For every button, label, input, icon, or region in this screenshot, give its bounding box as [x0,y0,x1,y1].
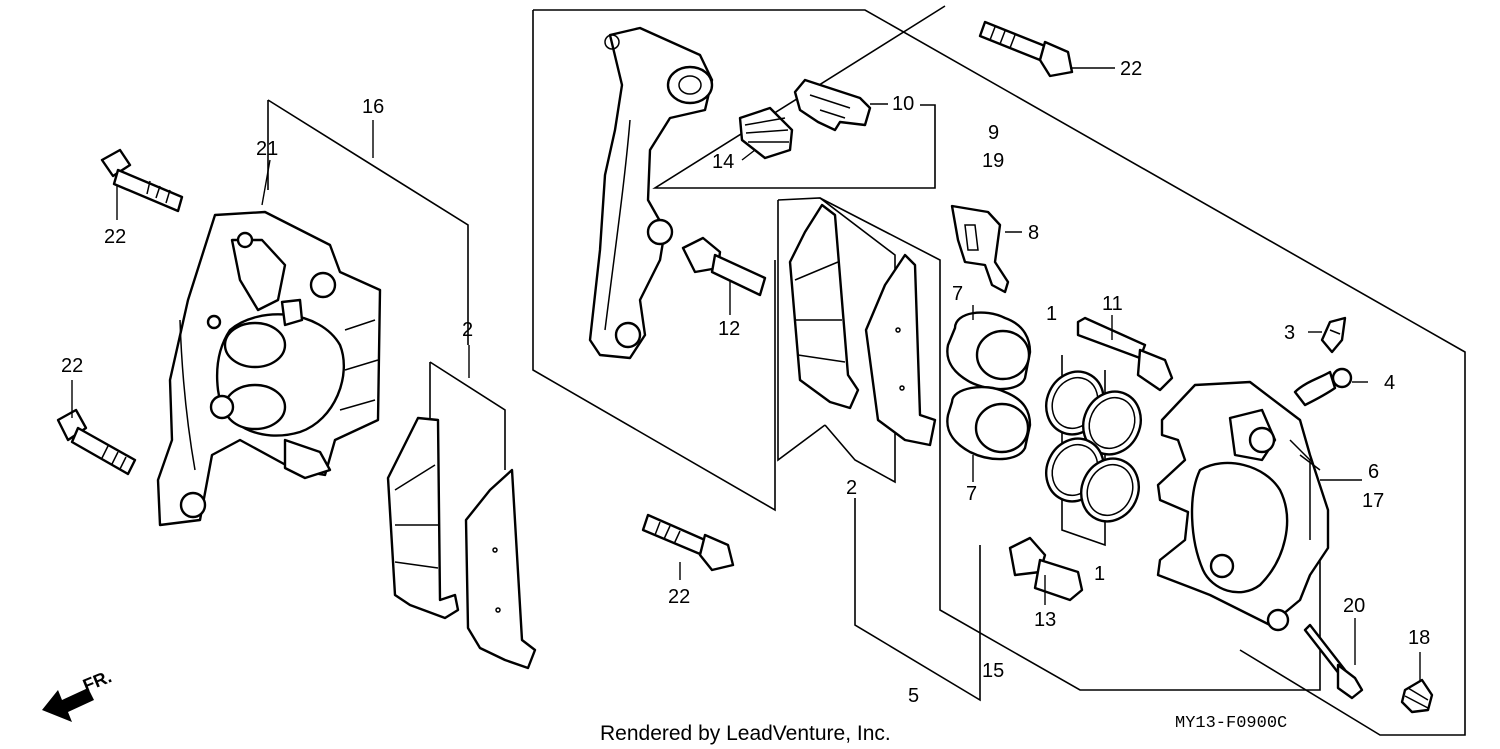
part-7-pistons [946,311,1032,461]
bracket-assembly [156,210,382,527]
left-brake-pads [386,416,537,670]
leader-lines [71,67,1421,682]
callout-7-bottom: 7 [966,483,977,505]
bolt-22-top-right [978,20,1074,78]
part-14-cap [738,106,794,160]
diagram-code: MY13-F0900C [1175,714,1287,733]
callout-15: 15 [982,660,1004,682]
callout-22-top-right: 22 [1120,58,1142,80]
callout-9: 9 [988,122,999,144]
callout-12: 12 [718,318,740,340]
frame-16 [267,99,469,345]
callout-labels: 16 21 22 22 2 14 10 9 19 22 8 12 7 7 1 1… [61,58,1430,707]
callout-22-center: 22 [668,586,690,608]
callout-20: 20 [1343,595,1365,617]
render-credit: Rendered by LeadVenture, Inc. [600,722,891,745]
part-10-clip [793,78,872,132]
frame-2-right [777,200,826,462]
callout-2-left: 2 [462,319,473,341]
front-arrow-icon [42,688,94,722]
callout-16: 16 [362,96,384,118]
callout-19: 19 [982,150,1004,172]
front-label: FR. [80,666,114,695]
part-18-plug [1400,678,1434,714]
bolt-22-left-bottom [56,408,137,476]
callout-14: 14 [712,151,734,173]
callout-21: 21 [256,138,278,160]
frame-main [533,9,1466,736]
callout-2-right: 2 [846,477,857,499]
part-13-bolt [1008,536,1084,602]
frame-15 [819,197,1321,691]
callout-8: 8 [1028,222,1039,244]
central-bracket [588,26,714,360]
part-8-spring [950,204,1010,294]
callout-17: 17 [1362,490,1384,512]
bolt-22-left-top [100,148,184,213]
part-1-seals [1045,370,1142,523]
callout-22-left-bottom: 22 [61,355,83,377]
part-4-bleeder-cap [1293,367,1353,407]
callout-6: 6 [1368,461,1379,483]
callout-3: 3 [1284,322,1295,344]
callout-4: 4 [1384,372,1395,394]
callout-18: 18 [1408,627,1430,649]
part-20-pin [1303,623,1364,700]
frame-main-left [532,10,776,512]
callout-1-bottom: 1 [1094,563,1105,585]
part-12-pin [681,236,767,297]
callout-13: 13 [1034,609,1056,631]
front-direction-indicator: FR. [42,666,114,722]
callout-7-top: 7 [952,283,963,305]
callout-1-top: 1 [1046,303,1057,325]
part-3-bleeder [1320,316,1347,354]
caliper-body [1156,380,1330,632]
frame-5 [854,498,981,702]
callout-5: 5 [908,685,919,707]
frame-2-left [429,361,506,470]
callout-22-left-top: 22 [104,226,126,248]
callout-11: 11 [1102,293,1123,315]
right-brake-pads [788,203,937,447]
bolt-22-center [641,513,735,572]
callout-10: 10 [892,93,914,115]
